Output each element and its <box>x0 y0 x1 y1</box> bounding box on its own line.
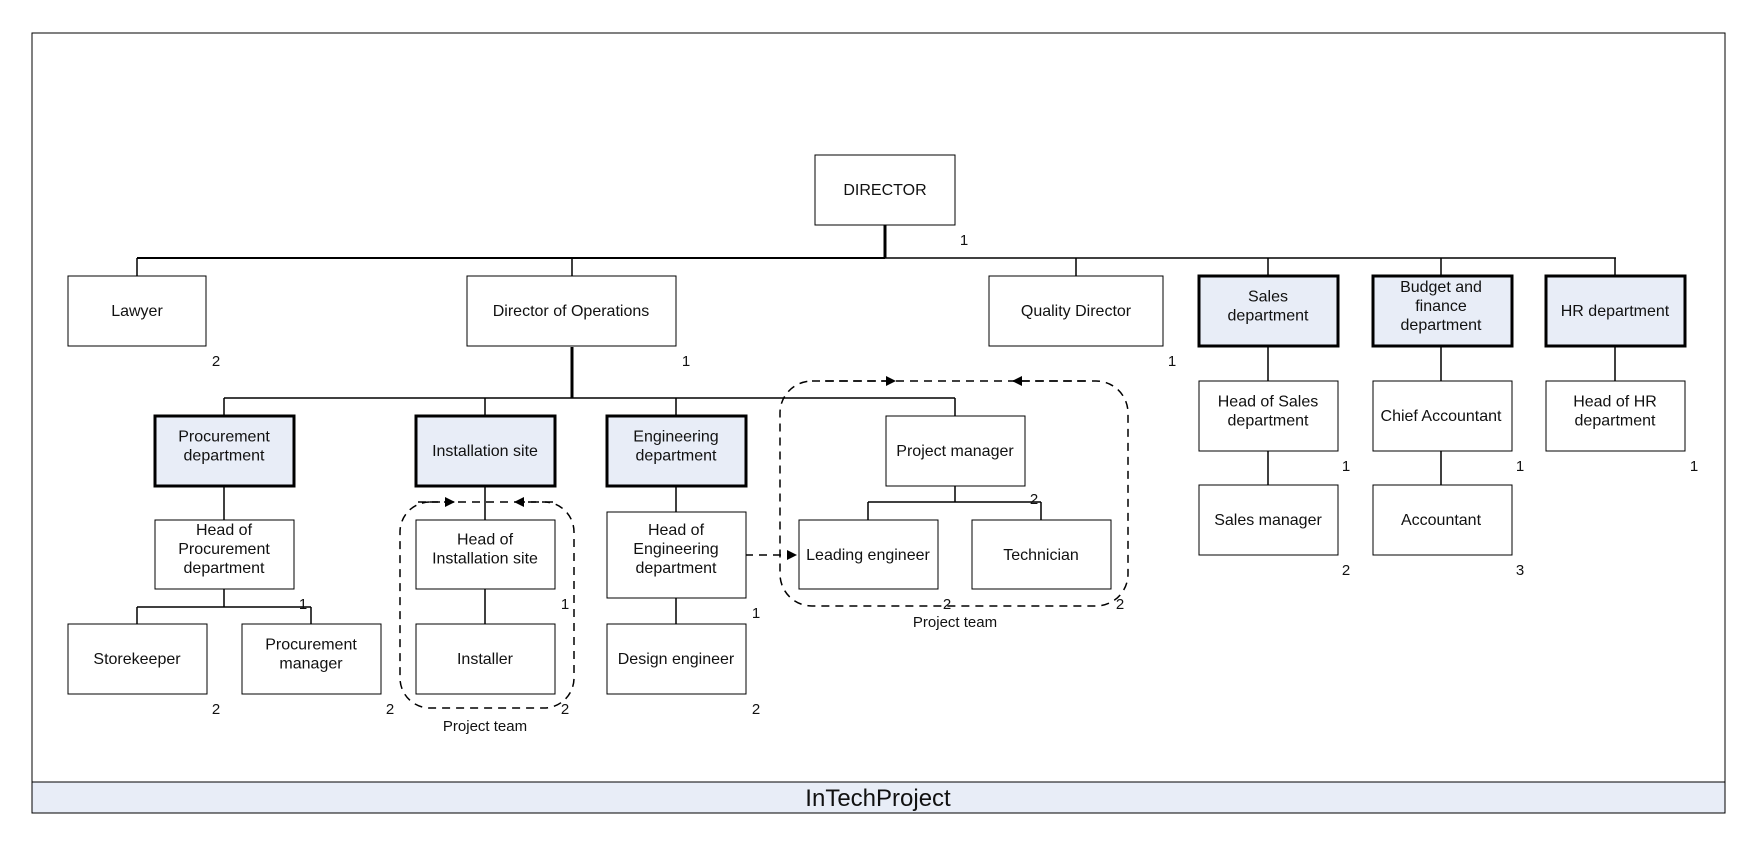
technician-box[interactable] <box>971 519 1112 590</box>
head-of-installation-box[interactable] <box>415 519 556 590</box>
project-manager-label: Project manager <box>896 443 1014 460</box>
leading-engineer-label: Leading engineer <box>806 547 930 564</box>
footer-band <box>31 781 1726 814</box>
chief-accountant-count: 1 <box>1516 458 1524 475</box>
director-box[interactable] <box>814 154 956 226</box>
lawyer-count: 2 <box>212 353 220 370</box>
storekeeper-label: Storekeeper <box>93 651 181 668</box>
team-arrows <box>418 376 1085 560</box>
accountant-box[interactable] <box>1372 484 1513 556</box>
head-of-sales-box[interactable] <box>1198 380 1339 452</box>
hr-department-box[interactable] <box>1544 274 1687 348</box>
procurement-department-box[interactable] <box>153 414 296 488</box>
installer-count: 2 <box>561 701 569 718</box>
team-outlines <box>399 380 1129 709</box>
box-labels: DIRECTOR Lawyer Director of Operations Q… <box>93 182 1669 673</box>
head-of-installation-count: 1 <box>561 596 569 613</box>
installer-box[interactable] <box>415 623 556 695</box>
installation-site-label: Installation site <box>432 443 538 460</box>
technician-count: 2 <box>1116 596 1124 613</box>
procurement-manager-count: 2 <box>386 701 394 718</box>
chief-accountant-label: Chief Accountant <box>1381 408 1503 425</box>
head-of-procurement-count: 1 <box>299 596 307 613</box>
footer-title: InTechProject <box>805 785 951 812</box>
installer-label: Installer <box>457 651 514 668</box>
engineering-department-box[interactable] <box>605 414 748 488</box>
leading-engineer-count: 2 <box>943 596 951 613</box>
head-of-engineering-box[interactable] <box>606 511 747 599</box>
storekeeper-count: 2 <box>212 701 220 718</box>
sales-manager-box[interactable] <box>1198 484 1339 556</box>
hr-department-label: HR department <box>1561 303 1670 320</box>
org-boxes <box>67 154 1687 695</box>
accountant-label: Accountant <box>1401 512 1482 529</box>
head-of-hr-count: 1 <box>1690 458 1698 475</box>
installation-site-box[interactable] <box>414 414 557 488</box>
director-count: 1 <box>960 232 968 249</box>
procurement-manager-box[interactable] <box>241 623 382 695</box>
project-manager-box[interactable] <box>885 415 1026 487</box>
head-of-procurement-box[interactable] <box>154 519 295 590</box>
installation-team-outline <box>399 501 575 709</box>
sales-department-box[interactable] <box>1197 274 1340 348</box>
lawyer-box[interactable] <box>67 275 207 347</box>
accountant-count: 3 <box>1516 562 1524 579</box>
sales-manager-count: 2 <box>1342 562 1350 579</box>
design-engineer-label: Design engineer <box>618 651 735 668</box>
head-of-hr-box[interactable] <box>1545 380 1686 452</box>
leading-engineer-box[interactable] <box>798 519 939 590</box>
budget-finance-department-box[interactable] <box>1371 274 1514 348</box>
pm-team-label: Project team <box>913 614 997 631</box>
sales-manager-label: Sales manager <box>1214 512 1322 529</box>
storekeeper-box[interactable] <box>67 623 208 695</box>
chief-accountant-box[interactable] <box>1372 380 1513 452</box>
installation-team-label: Project team <box>443 718 527 735</box>
design-engineer-box[interactable] <box>606 623 747 695</box>
connector-lines <box>136 225 1616 624</box>
team-labels: Project team Project team <box>443 614 997 735</box>
head-of-sales-count: 1 <box>1342 458 1350 475</box>
director-of-operations-count: 1 <box>682 353 690 370</box>
quality-director-label: Quality Director <box>1021 303 1132 320</box>
design-engineer-count: 2 <box>752 701 760 718</box>
lawyer-label: Lawyer <box>111 303 163 320</box>
quality-director-count: 1 <box>1168 353 1176 370</box>
quality-director-box[interactable] <box>988 275 1164 347</box>
director-of-operations-box[interactable] <box>466 275 677 347</box>
director-label: DIRECTOR <box>843 182 926 199</box>
pm-team-outline <box>779 380 1129 607</box>
project-manager-count: 2 <box>1030 491 1038 508</box>
director-of-operations-label: Director of Operations <box>493 303 650 320</box>
count-labels: 1 2 1 1 2 1 2 1 3 1 1 2 2 1 2 1 2 2 2 <box>212 232 1698 718</box>
head-of-engineering-count: 1 <box>752 605 760 622</box>
technician-label: Technician <box>1003 547 1079 564</box>
